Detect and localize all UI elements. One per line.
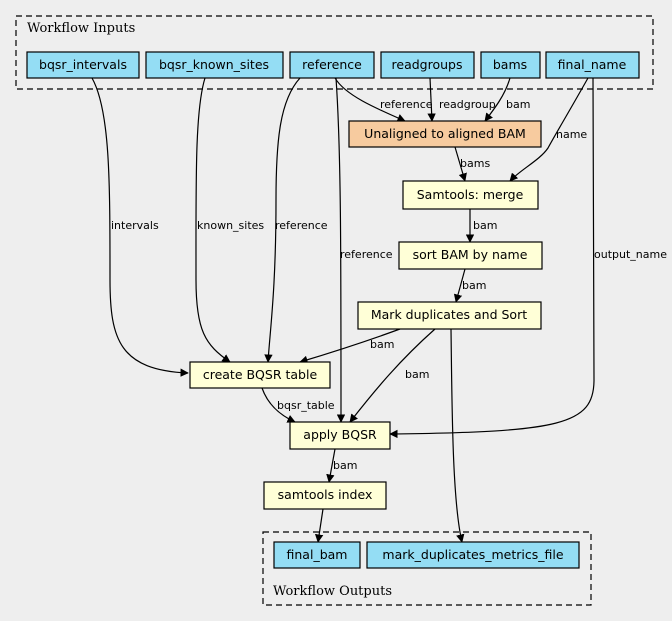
edge-intervals-create [91,77,189,377]
input-label-readgroups: readgroups [392,57,463,72]
edge-bams-align [484,77,511,122]
edge-reference-apply [335,77,346,423]
edge-final-name-merge [509,77,589,182]
edge-mark-apply [349,328,436,423]
step-label-sort-name: sort BAM by name [413,247,528,262]
edge-final-name-apply [389,77,595,439]
input-node-final-name[interactable]: final_name [545,51,640,79]
edge-label-reference-align: reference [380,98,433,111]
step-label-align: Unaligned to aligned BAM [364,126,526,141]
edge-reference-align [334,77,406,122]
step-node-sort-name[interactable]: sort BAM by name [398,241,543,270]
step-node-merge[interactable]: Samtools: merge [402,180,539,210]
workflow-outputs-label: Workflow Outputs [273,584,392,599]
step-label-merge: Samtools: merge [417,187,524,202]
edge-label-mark-create: bam [370,338,394,351]
input-label-reference: reference [302,57,362,72]
output-node-metrics[interactable]: mark_duplicates_metrics_file [366,541,580,569]
edge-label-known-sites-create: known_sites [197,219,264,232]
input-label-bqsr-intervals: bqsr_intervals [39,57,127,72]
edge-label-merge-sort: bam [473,219,497,232]
edge-mark-create [299,328,401,364]
input-node-reference[interactable]: reference [289,51,375,79]
workflow-inputs-label: Workflow Inputs [27,21,135,36]
output-label-metrics: mark_duplicates_metrics_file [382,547,563,562]
step-label-create-bqsr: create BQSR table [203,367,318,382]
edge-apply-index [326,448,336,483]
edge-label-reference-create: reference [275,219,328,232]
edge-label-intervals-create: intervals [111,219,159,232]
edge-label-final-name-apply: output_name [594,248,667,261]
edge-label-reference-apply: reference [340,248,393,261]
step-node-create-bqsr[interactable]: create BQSR table [189,361,331,389]
input-node-bams[interactable]: bams [480,51,541,79]
input-node-readgroups[interactable]: readgroups [380,51,475,79]
edge-align-merge [454,146,467,182]
step-node-mark-dup[interactable]: Mark duplicates and Sort [357,301,542,330]
edge-label-final-name-merge: name [556,128,587,141]
step-node-apply-bqsr[interactable]: apply BQSR [289,421,391,450]
edge-label-readgroups-align: readgroup [439,98,496,111]
edge-label-sort-mark: bam [462,279,486,292]
edges: reference readgroup bam name bams bam ba… [91,77,667,543]
step-node-index[interactable]: samtools index [263,481,387,510]
edge-reference-create [264,77,301,363]
input-label-final-name: final_name [558,57,627,72]
workflow-outputs-cluster: Workflow Outputs [262,531,592,606]
step-label-mark-dup: Mark duplicates and Sort [371,307,527,322]
edge-label-align-merge: bams [460,157,490,170]
edge-create-apply [261,387,296,423]
step-label-apply-bqsr: apply BQSR [303,427,377,442]
edge-label-bams-align: bam [506,98,530,111]
edge-known-sites-create [195,77,231,363]
edge-index-final-bam [314,508,324,543]
edge-label-create-apply: bqsr_table [277,399,335,412]
input-node-bqsr-intervals[interactable]: bqsr_intervals [26,51,140,79]
input-label-bqsr-known-sites: bqsr_known_sites [159,57,269,72]
input-label-bams: bams [493,57,527,72]
edge-label-apply-index: bam [333,459,357,472]
edge-readgroups-align [427,77,436,122]
step-node-align[interactable]: Unaligned to aligned BAM [348,120,542,148]
edge-label-mark-apply: bam [405,368,429,381]
step-label-index: samtools index [278,487,373,502]
edge-mark-metrics [450,328,465,543]
output-label-final-bam: final_bam [287,547,348,562]
input-node-bqsr-known-sites[interactable]: bqsr_known_sites [145,51,284,79]
output-node-final-bam[interactable]: final_bam [273,541,361,569]
edge-sort-mark [453,268,466,303]
workflow-inputs-cluster: Workflow Inputs [15,15,654,90]
